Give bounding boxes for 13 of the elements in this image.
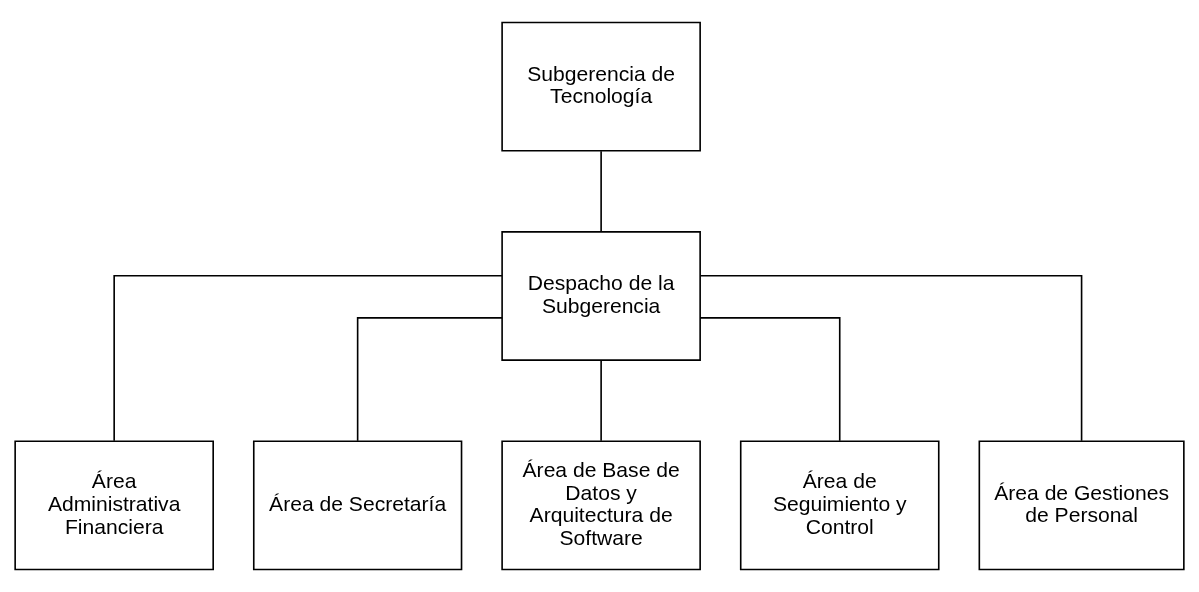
connector xyxy=(600,150,602,233)
node-box: Despacho de la Subgerencia xyxy=(501,231,701,361)
node-box: Área de Secretaría xyxy=(252,440,463,571)
connector xyxy=(699,274,1083,442)
connector xyxy=(113,274,503,442)
connector xyxy=(356,317,503,442)
node-box: Área Administrativa Financiera xyxy=(14,440,214,571)
node-box: Subgerencia de Tecnología xyxy=(501,21,701,152)
node-box: Área de Base de Datos y Arquitectura de Software xyxy=(501,440,701,571)
node-box: Área de Seguimiento y Control xyxy=(739,440,940,571)
connector xyxy=(699,317,841,442)
node-box: Área de Gestiones de Personal xyxy=(978,440,1185,571)
connector xyxy=(600,359,602,442)
